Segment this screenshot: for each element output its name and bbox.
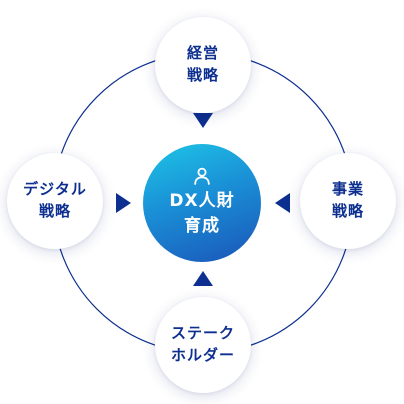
node-label-line2: ホルダー [170,346,235,364]
center-label-line1: DX人財 [169,191,235,212]
node-management-strategy: 経営 戦略 [155,17,251,113]
node-label-line1: 事業 [331,180,364,199]
arrow-from-top [193,113,213,128]
center-label-line2: 育成 [184,216,220,236]
node-business-strategy: 事業 戦略 [300,153,396,249]
person-icon [194,168,210,186]
node-label-line1: 経営 [186,44,219,63]
arrow-from-bottom [193,271,213,286]
node-label-line2: 戦略 [186,66,219,84]
node-digital-strategy: デジタル 戦略 [7,153,103,249]
node-stakeholder: ステーク ホルダー [155,297,251,393]
arrow-from-right [275,193,290,213]
node-label-line1: ステーク [170,324,235,343]
arrow-from-left [116,193,131,213]
node-label-line1: デジタル [23,180,87,199]
node-label-line2: 戦略 [331,202,364,220]
center-dx-talent-development: DX人財 育成 [143,144,261,262]
node-label-line2: 戦略 [38,202,71,220]
